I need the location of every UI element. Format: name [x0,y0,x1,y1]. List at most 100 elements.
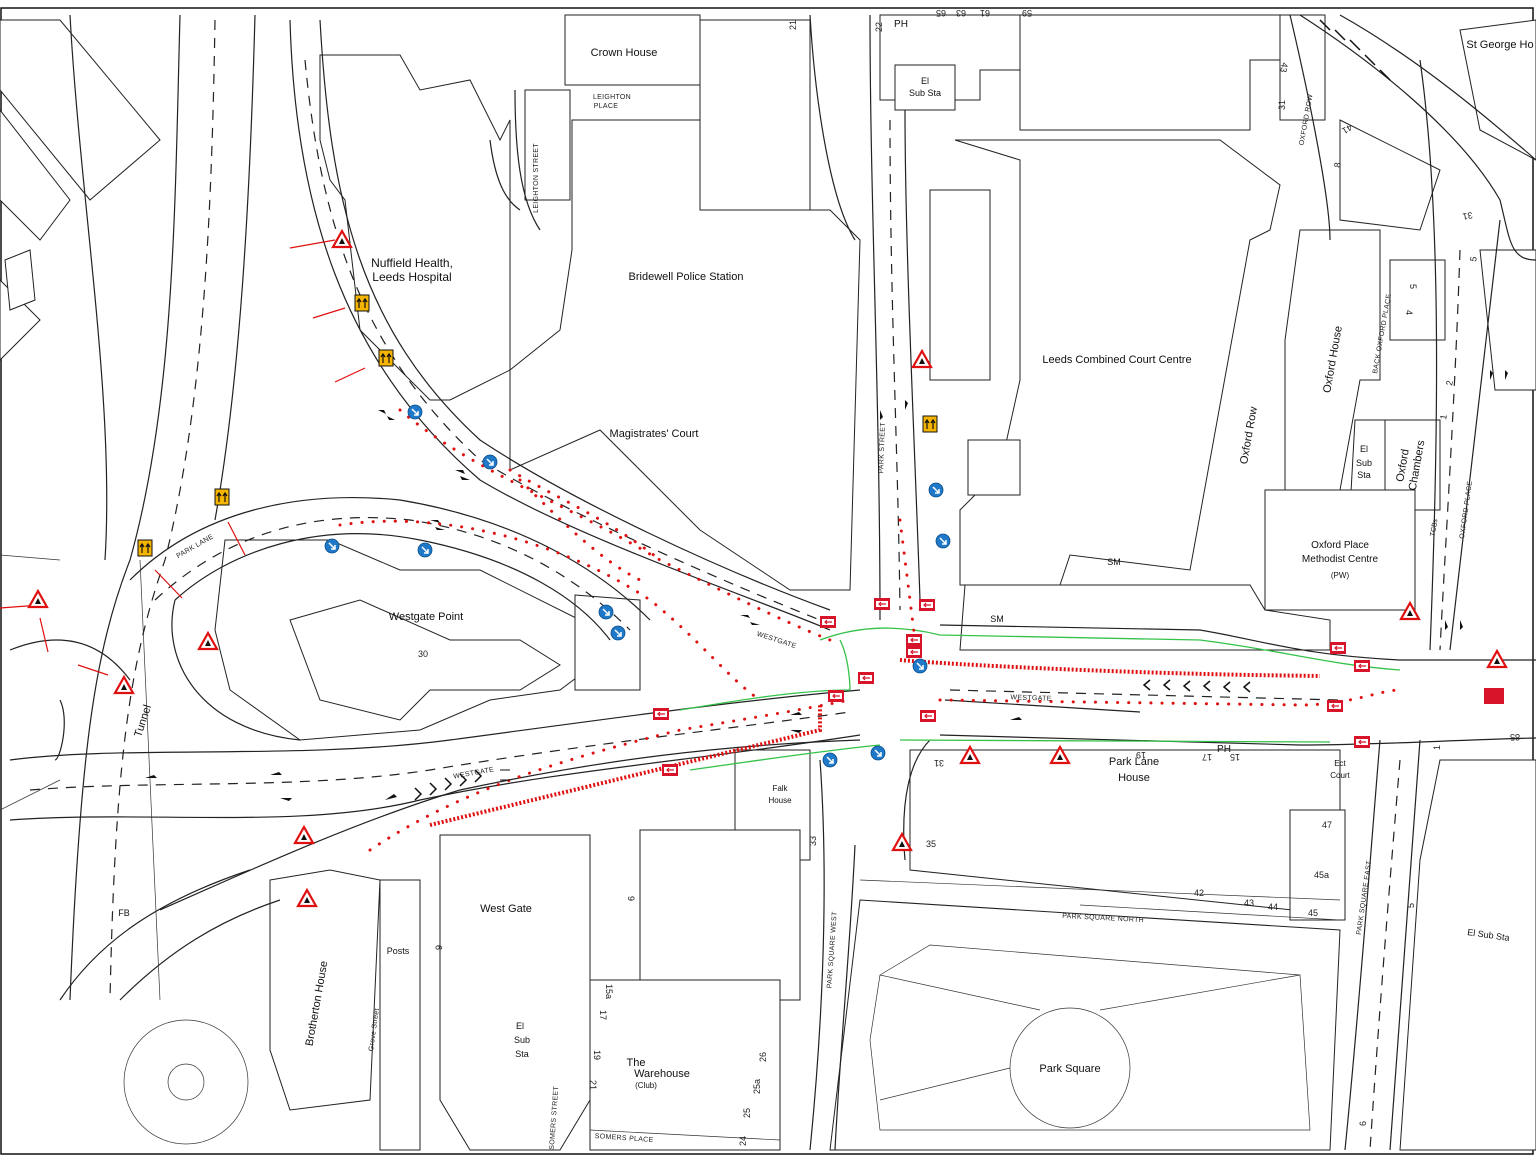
label-leighton-place-2: PLACE [594,103,618,110]
road-kerbs [9,14,1536,1151]
house-number: 33 [808,836,818,846]
lane-markings [29,19,1461,1151]
house-number: 2 [1444,380,1455,387]
label-methodist-1: Oxford Place [1311,540,1369,551]
house-number: 31 [934,758,944,768]
label-sm-2: SM [990,614,1004,624]
house-number: 63 [956,8,966,18]
label-el-sub-west-1: El [516,1021,524,1031]
house-number: 85 [1510,732,1520,742]
house-number: 15a [604,984,614,999]
label-st-george: St George Ho [1466,39,1533,51]
pedestrian-routes [679,627,1401,771]
label-westgate-1: WESTGATE [756,631,797,650]
house-number: 42 [1194,888,1204,898]
house-number: 19 [1136,750,1146,760]
label-el-sub-ox-3: Sta [1357,470,1371,480]
barriers [429,658,1321,827]
roundabout [123,1019,249,1145]
label-oxford-chambers-1: Oxford [1394,448,1412,483]
label-el-sub-west-2: Sub [514,1035,530,1045]
house-numbers: 21 22 43 31 41 8 31 5 5 4 2 1 30 19 17 1… [418,8,1520,1146]
house-number: 45a [1314,870,1329,880]
house-number: 41 [1340,122,1354,136]
label-el-sub-top-2: Sub Sta [909,88,941,98]
house-number: 26 [758,1052,768,1062]
house-number: 22 [874,22,884,32]
house-number: 6 [1358,1121,1368,1126]
road-arrows [145,370,1508,801]
label-park-lane: PARK LANE [176,533,215,560]
house-number: 21 [788,20,798,30]
label-nuffield-1: Nuffield Health, [371,256,453,270]
label-el-sub-ox-2: Sub [1356,458,1372,468]
house-number: 4 [1404,310,1414,315]
house-number: 5 [1406,903,1416,908]
house-number: 59 [1022,8,1032,18]
label-park-square-west: PARK SQUARE WEST [826,911,838,989]
house-number: 61 [980,8,990,18]
label-westgate-point: Westgate Point [389,611,463,623]
house-number: 19 [592,1050,602,1060]
label-ph-lower: PH [1217,744,1231,755]
house-number: 43 [1278,62,1290,74]
label-tunnel: Tunnel [132,703,154,738]
house-number: 1 [1432,745,1442,750]
label-methodist-3: (PW) [1331,571,1350,580]
label-somers-street: SOMERS STREET [549,1085,560,1150]
label-posts: Posts [387,946,410,956]
label-el-sub-top-1: El [921,76,929,86]
house-number: 5 [1408,284,1418,289]
label-crown-house: Crown House [591,47,658,59]
house-number: 30 [418,649,428,659]
house-number: 43 [1244,898,1254,908]
closure-lines [0,239,366,676]
label-sm-1: SM [1107,557,1121,567]
cone-lines [338,408,1402,852]
house-number: 47 [1322,820,1332,830]
label-park-lane-house-2: House [1118,772,1150,784]
house-number: 65 [936,8,946,18]
label-west-gate: West Gate [480,903,532,915]
label-park-street: PARK STREET [878,422,887,474]
house-number: 17 [1202,752,1212,762]
house-number: 1 [1438,414,1449,421]
house-number: 9 [434,945,444,950]
house-number: 15 [1230,752,1240,762]
house-number: 9 [626,896,636,901]
house-number: 5 [1468,256,1479,263]
label-falk-house-2: House [768,796,792,805]
label-somers-place: SOMERS PLACE [595,1133,654,1144]
park-square [829,899,1341,1151]
label-westgate-2: WESTGATE [1010,694,1051,702]
label-el-sub-west-3: Sta [515,1049,529,1059]
label-court-1: Ect [1334,759,1346,768]
label-park-lane-house-1: Park Lane [1109,756,1159,768]
building-outlines [0,14,1536,1151]
label-el-sub-ox-1: El [1360,444,1368,454]
diversion-signs [652,597,1504,777]
label-court-2: Court [1330,771,1350,780]
label-warehouse-3: (Club) [635,1081,657,1090]
label-westgate-3: WESTGATE [453,766,495,780]
label-leighton-place-1: LEIGHTON [593,94,631,101]
map-frame [0,7,1534,1155]
house-number: 25 [742,1108,752,1118]
label-warehouse-2: Warehouse [634,1068,690,1080]
label-oxford-row: Oxford Row [1238,406,1260,465]
label-magistrates: Magistrates' Court [610,428,699,440]
house-number: 44 [1268,902,1278,912]
label-nuffield-2: Leeds Hospital [372,270,451,284]
house-number: 8 [1332,162,1343,169]
label-methodist-2: Methodist Centre [1302,554,1379,565]
label-combined-court: Leeds Combined Court Centre [1042,354,1191,366]
label-warehouse-1: The [627,1057,646,1069]
label-leighton-street: LEIGHTON STREET [533,143,540,213]
house-number: 45 [1308,908,1318,918]
house-number: 31 [1462,210,1474,222]
house-number: 35 [926,839,936,849]
label-tcbs: TCBs [1430,518,1440,537]
label-oxford-place: OXFORD PLACE [1459,480,1474,539]
